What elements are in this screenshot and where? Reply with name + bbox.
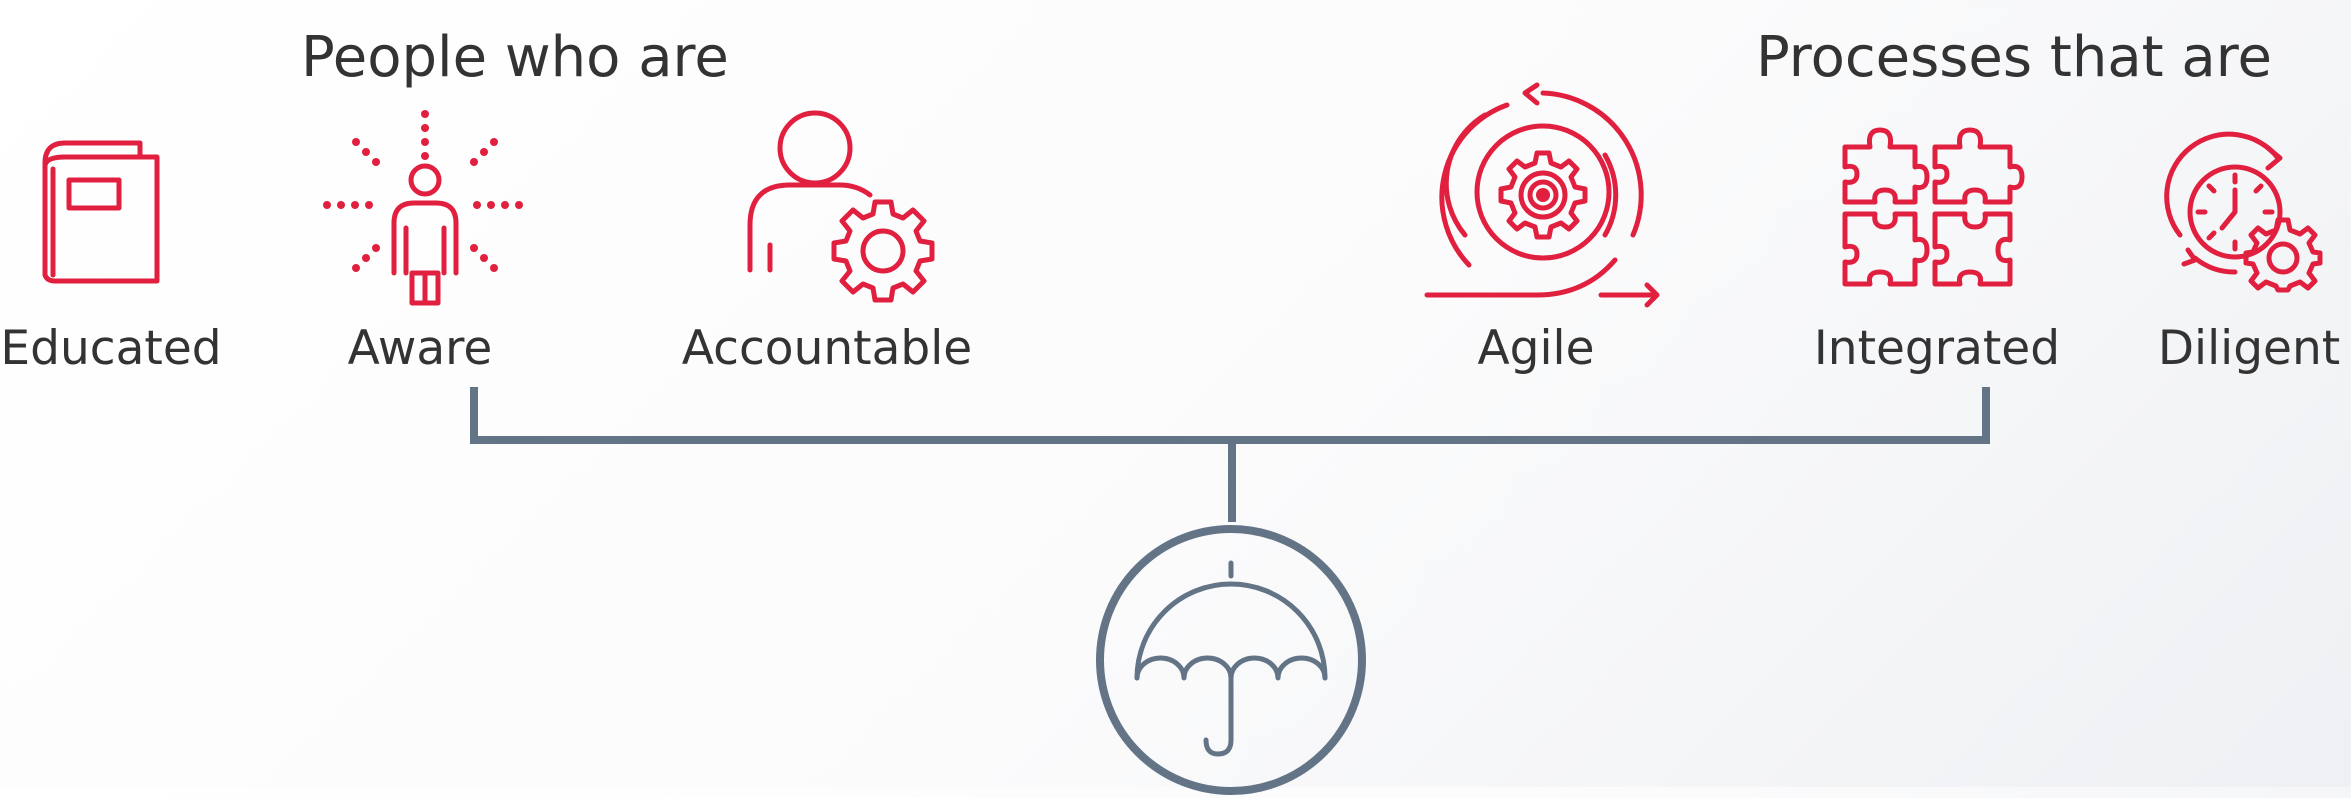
label-educated: Educated [0, 321, 222, 376]
book-icon [42, 140, 160, 284]
label-accountable: Accountable [681, 321, 973, 376]
label-diligent: Diligent [2157, 321, 2341, 376]
label-agile: Agile [1477, 321, 1595, 376]
label-aware: Aware [347, 321, 493, 376]
people-heading: People who are [301, 25, 729, 90]
person-gear-icon [747, 110, 935, 303]
processes-heading: Processes that are [1756, 25, 2272, 90]
clock-gear-icon [2164, 131, 2323, 293]
label-integrated: Integrated [1813, 321, 2061, 376]
agile-cycle-gear-icon [1424, 82, 1660, 308]
umbrella-icon [1096, 525, 1366, 795]
puzzle-icon [1842, 127, 2025, 287]
aware-person-icon [323, 110, 523, 306]
